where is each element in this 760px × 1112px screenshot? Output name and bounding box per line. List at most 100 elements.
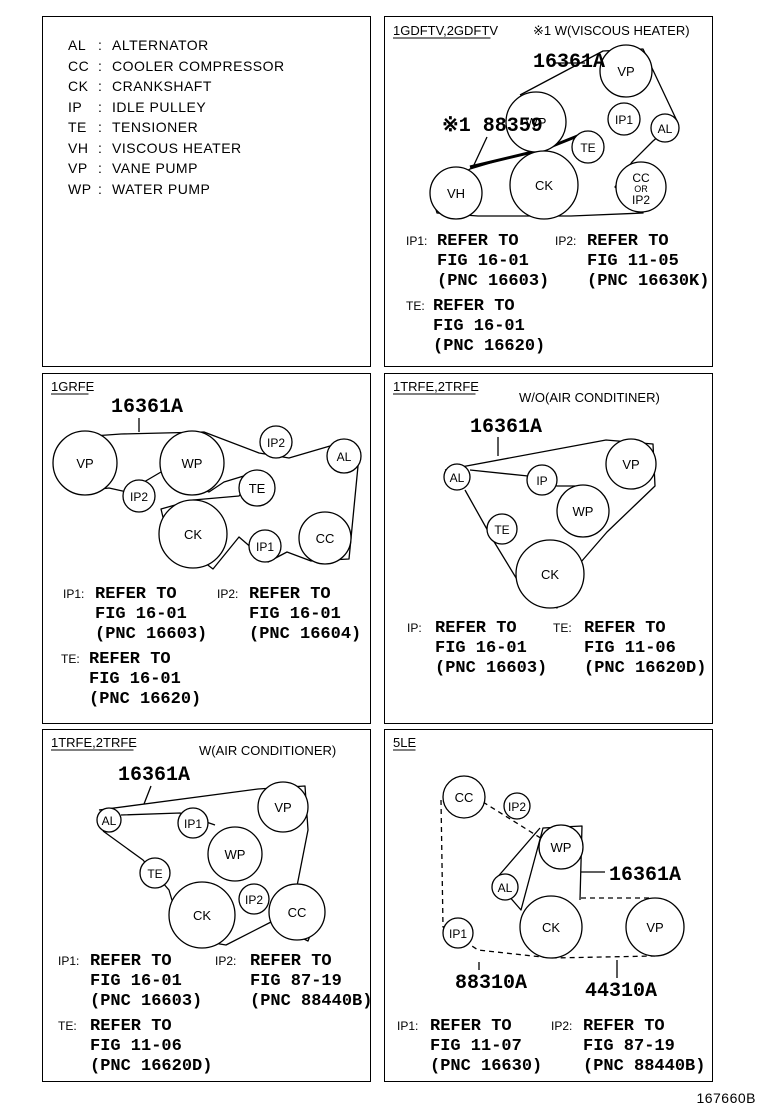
pulley-label: IP2 <box>245 893 263 907</box>
pulley-circle <box>607 102 641 136</box>
pulley-circle <box>650 113 680 143</box>
legend-name: COOLER COMPRESSOR <box>112 57 285 74</box>
pulley-circle <box>571 130 605 164</box>
pulley-circle <box>519 895 583 959</box>
pulley-label: IP2 <box>267 436 285 450</box>
legend-name: WATER PUMP <box>112 180 211 197</box>
legend-separator: : <box>98 57 103 74</box>
legend-abbr: IP <box>68 98 83 115</box>
pulley-circle <box>238 469 276 507</box>
legend-separator: : <box>98 139 103 156</box>
note-line: (PNC 16620D) <box>90 1057 212 1076</box>
note-line: (PNC 88440B) <box>583 1057 705 1076</box>
note-line: REFER TO <box>89 650 171 669</box>
pulley-label: CK <box>193 908 211 923</box>
pulley-label: CC <box>316 531 335 546</box>
legend-name: TENSIONER <box>112 119 199 135</box>
pulley-circle <box>509 150 579 220</box>
pulley-circle <box>168 881 236 949</box>
panel-title: 1TRFE,2TRFE <box>393 379 479 394</box>
note-line: FIG 16-01 <box>90 972 182 991</box>
legend-item: CK:CRANKSHAFT <box>68 78 285 99</box>
pulley-circle <box>177 807 209 839</box>
panel-title: 1TRFE,2TRFE <box>51 735 137 750</box>
legend-name: VANE PUMP <box>112 160 198 176</box>
pulley-circle <box>268 883 326 941</box>
note-key: IP2: <box>217 587 238 601</box>
pulley-circle <box>599 44 653 98</box>
legend-abbr: VH <box>68 139 89 156</box>
legend-separator: : <box>98 78 103 94</box>
pulley-circle <box>159 430 225 496</box>
note-line: (PNC 16603) <box>437 272 549 291</box>
pulley-circle <box>158 499 228 569</box>
figure-code: 167660B <box>696 1090 756 1106</box>
pulley-label: IP1 <box>615 113 633 127</box>
note-line: REFER TO <box>250 952 332 971</box>
legend-item: AL:ALTERNATOR <box>68 37 285 58</box>
legend-separator: : <box>98 98 103 115</box>
legend-name: VISCOUS HEATER <box>112 139 242 156</box>
note-key: IP1: <box>406 234 427 248</box>
note-key: IP2: <box>551 1019 572 1033</box>
pulley-circle <box>491 873 519 901</box>
pulley-label: CC <box>455 790 474 805</box>
note-line: REFER TO <box>583 1017 665 1036</box>
pulley-label: VP <box>76 456 93 471</box>
panel-title: 1GRFE <box>51 379 95 394</box>
note-line: REFER TO <box>437 232 519 251</box>
pulley-label: CC <box>632 171 650 185</box>
legend-item: CC: COOLER COMPRESSOR <box>68 58 285 79</box>
note-line: (PNC 88440B) <box>250 992 372 1011</box>
note-line: (PNC 16630K) <box>587 272 709 291</box>
pulley-label: VP <box>646 920 663 935</box>
note-key: IP1: <box>63 587 84 601</box>
pulley-label: OR <box>634 184 648 194</box>
legend-item: VP:VANE PUMP <box>68 160 285 181</box>
note-line: (PNC 16630) <box>430 1057 542 1076</box>
pulley-circle <box>139 857 171 889</box>
pulley-label: IP1 <box>449 927 467 941</box>
panel-subtitle: W(AIR CONDITIONER) <box>199 743 336 758</box>
note-line: REFER TO <box>435 619 517 638</box>
pulley-circle <box>257 781 309 833</box>
pulley-label: AL <box>658 122 673 136</box>
note-line: REFER TO <box>433 297 515 316</box>
note-line: FIG 87-19 <box>250 972 342 991</box>
legend-abbr: TE <box>68 119 87 135</box>
pulley-circle <box>259 425 293 459</box>
note-line: FIG 11-06 <box>90 1037 182 1056</box>
note-line: (PNC 16620D) <box>584 659 706 678</box>
pulley-label: TE <box>494 523 509 537</box>
panel-subtitle: W/O(AIR CONDITINER) <box>519 390 660 405</box>
pulley-circle <box>625 897 685 957</box>
pulley-label: TE <box>249 481 266 496</box>
part-number-label: 16361A <box>609 864 681 887</box>
note-line: (PNC 16603) <box>435 659 547 678</box>
leader-line <box>143 785 152 805</box>
part-number-label: 88310A <box>455 972 527 995</box>
part-number-label: ※1 88359 <box>442 115 543 138</box>
pulley-label: CK <box>535 178 553 193</box>
legend-abbr: AL <box>68 37 87 53</box>
legend-separator: : <box>98 160 103 176</box>
note-line: FIG 16-01 <box>249 605 341 624</box>
legend-abbr: CC <box>68 57 90 74</box>
pulley-label: AL <box>337 450 352 464</box>
pulley-label: WP <box>225 847 246 862</box>
note-line: REFER TO <box>430 1017 512 1036</box>
pulley-label: IP1 <box>256 540 274 554</box>
pulley-circle <box>443 463 471 491</box>
note-key: TE: <box>58 1019 77 1033</box>
pulley-circle <box>605 438 657 490</box>
note-key: IP2: <box>215 954 236 968</box>
note-line: FIG 16-01 <box>89 670 181 689</box>
note-key: IP2: <box>555 234 576 248</box>
pulley-label: WP <box>526 115 547 130</box>
